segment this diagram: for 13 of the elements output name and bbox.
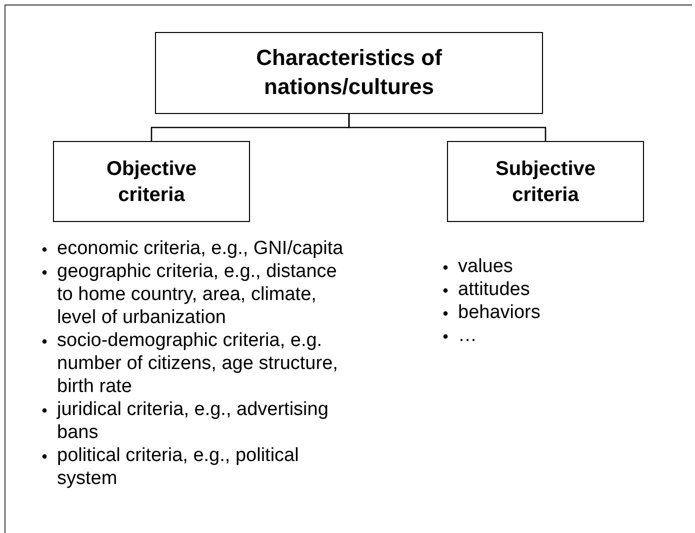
category-box: [53, 141, 250, 222]
box-label: Objective criteria: [105, 156, 198, 208]
title-box: [155, 32, 543, 114]
bullet-item: economic criteria, e.g., GNI/capita: [57, 237, 344, 260]
bullet-item: values: [458, 255, 514, 278]
box-label: Characteristics of nations/cultures: [255, 44, 443, 101]
bullet-item: …: [458, 324, 478, 347]
box-label: Subjective criteria: [495, 156, 596, 208]
bullet-item: attitudes: [458, 278, 531, 301]
category-box: [447, 141, 644, 222]
bullet-item: behaviors: [458, 301, 542, 324]
bullet-item: political criteria, e.g., political system: [57, 444, 300, 490]
connector-line: [348, 114, 546, 141]
